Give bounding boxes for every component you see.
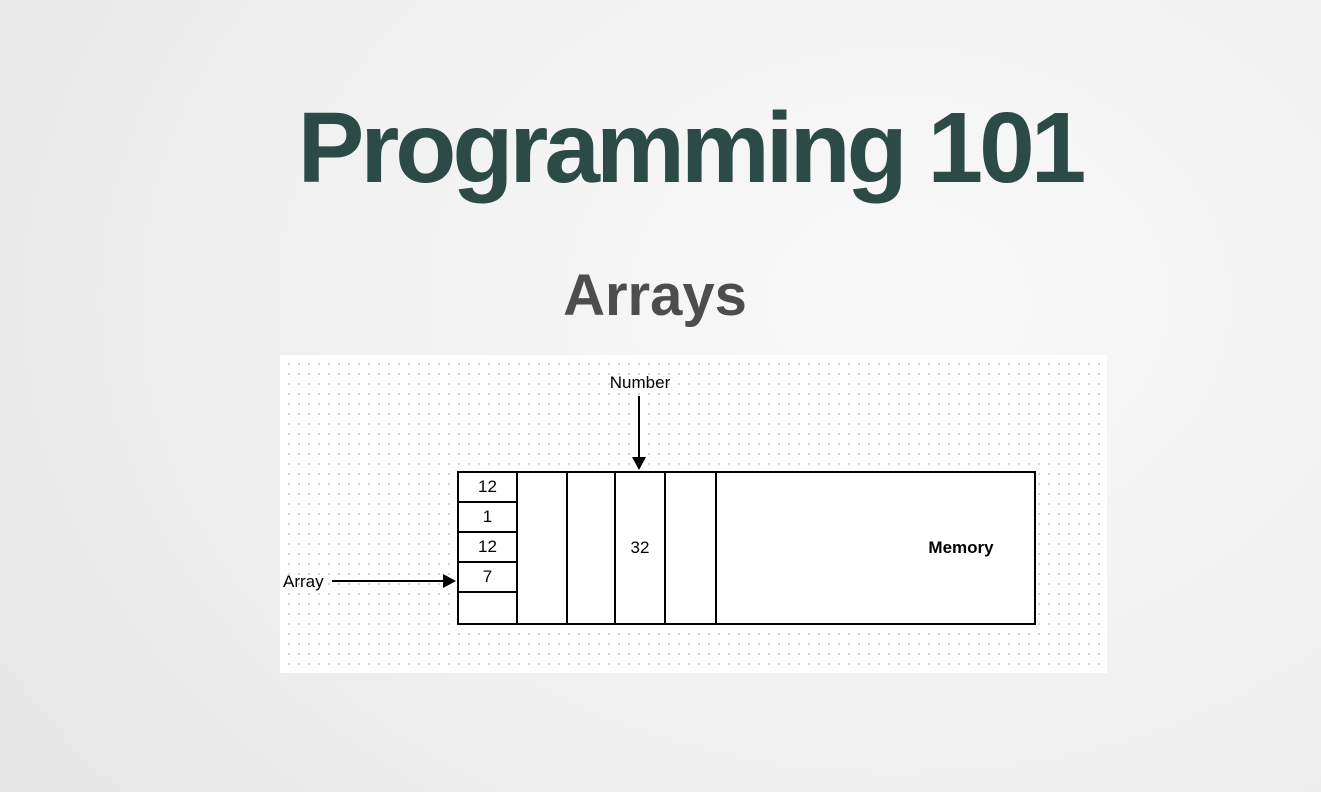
number-arrow	[638, 396, 640, 457]
memory-divider	[614, 473, 616, 623]
diagram-canvas: Number Array 12 1 12 7 32 Memory	[280, 355, 1107, 673]
array-cell: 1	[459, 503, 516, 533]
memory-divider	[566, 473, 568, 623]
array-cell: 7	[459, 563, 516, 593]
array-arrow	[332, 580, 444, 582]
array-arrow-head-icon	[443, 574, 456, 588]
memory-box: 12 1 12 7 32 Memory	[457, 471, 1036, 625]
page-title: Programming 101	[297, 92, 1087, 204]
slide-subtitle: Arrays	[563, 263, 747, 328]
array-cells-column: 12 1 12 7	[459, 473, 516, 623]
number-value-cell: 32	[630, 538, 650, 557]
array-cell-empty	[459, 593, 516, 623]
array-label: Array	[283, 572, 324, 591]
array-cell: 12	[459, 473, 516, 503]
number-label: Number	[609, 373, 671, 392]
memory-divider	[516, 473, 518, 623]
memory-divider	[664, 473, 666, 623]
memory-divider	[715, 473, 717, 623]
memory-label: Memory	[928, 538, 994, 557]
number-arrow-head-icon	[632, 457, 646, 470]
array-cell: 12	[459, 533, 516, 563]
